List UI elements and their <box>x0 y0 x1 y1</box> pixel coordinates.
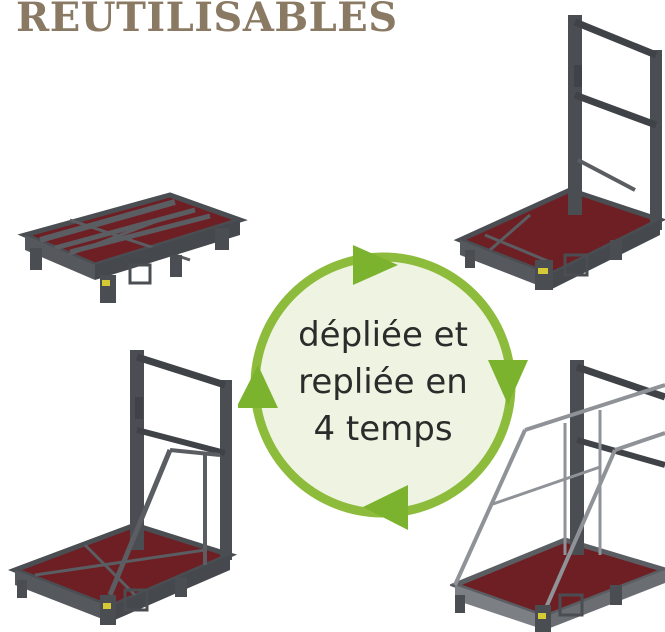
cycle-label-line: 4 temps <box>313 409 453 449</box>
cycle-label-line: repliée en <box>298 362 468 402</box>
guardrail-cart-image <box>450 360 665 632</box>
unfolded-cart-image <box>453 15 665 290</box>
cycle-diagram <box>238 245 528 530</box>
cycle-label-line: dépliée et <box>298 315 468 355</box>
page-title: RÉUTILISABLES <box>16 0 398 41</box>
cycle-arrow-bottom <box>363 485 408 530</box>
folded-cart-image <box>17 192 248 303</box>
cycle-arrow-left <box>238 365 278 408</box>
cycle-arrow-top <box>353 245 398 285</box>
braced-cart-image <box>7 350 238 625</box>
cycle-arrow-right <box>488 360 528 405</box>
cycle-label: dépliée et repliée en 4 temps <box>255 312 511 453</box>
